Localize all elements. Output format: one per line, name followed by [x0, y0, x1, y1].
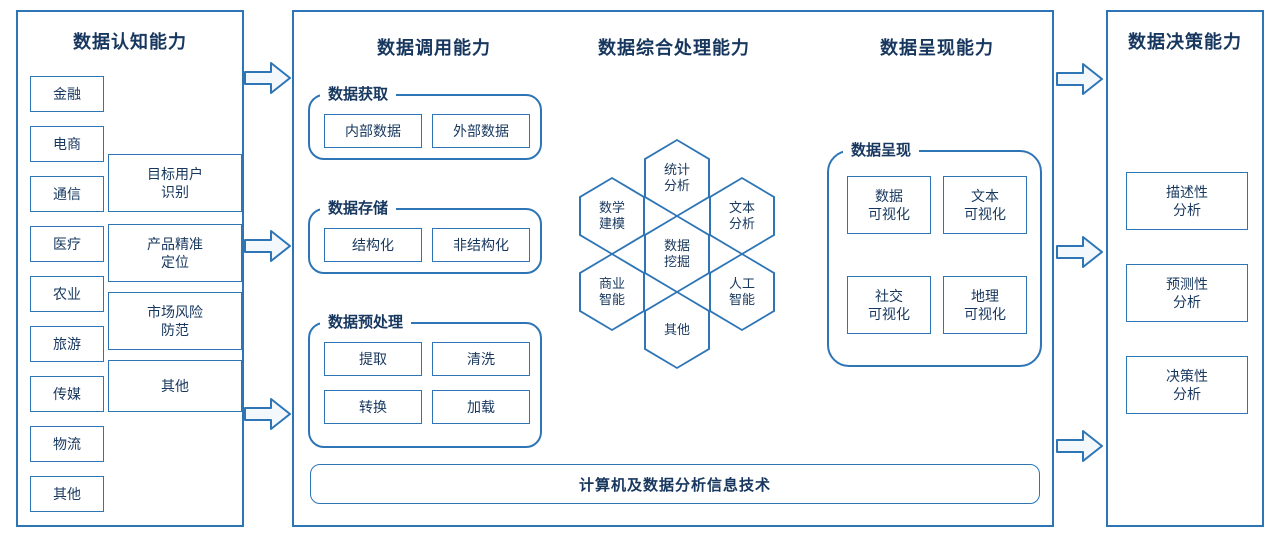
hex-other: 其他: [644, 291, 710, 369]
data-cell-geo-visualization: 地理 可视化: [943, 276, 1027, 334]
industry-item-tourism: 旅游: [30, 326, 104, 362]
decision-item-descriptive: 描述性 分析: [1126, 172, 1248, 230]
storage-group-label: 数据存储: [320, 199, 397, 219]
invoke-title: 数据调用能力: [377, 38, 491, 58]
decision-panel: 数据决策能力 描述性 分析 预测性 分析 决策性 分析: [1106, 10, 1264, 527]
processing-panel: 数据调用能力 数据综合处理能力 数据呈现能力 数据获取 内部数据 外部数据 数据…: [292, 10, 1054, 527]
industry-item-telecom: 通信: [30, 176, 104, 212]
data-cell-clean: 清洗: [432, 342, 530, 376]
preprocess-group: 数据预处理 提取 清洗 转换 加载: [308, 313, 542, 448]
right-arrow-icon: [1056, 234, 1104, 270]
cognition-title: 数据认知能力: [73, 32, 187, 52]
decision-item-predictive: 预测性 分析: [1126, 264, 1248, 322]
application-item-market-risk: 市场风险 防范: [108, 292, 242, 350]
hex-statistical-analysis: 统计 分析: [644, 139, 710, 217]
preprocess-group-label: 数据预处理: [320, 313, 412, 333]
acquire-group: 数据获取 内部数据 外部数据: [308, 85, 542, 160]
right-arrow-icon: [244, 60, 292, 96]
industry-item-ecommerce: 电商: [30, 126, 104, 162]
hex-text-analysis: 文本 分析: [709, 177, 775, 255]
industry-item-other: 其他: [30, 476, 104, 512]
application-item-product-positioning: 产品精准 定位: [108, 224, 242, 282]
decision-title: 数据决策能力: [1128, 32, 1242, 52]
industry-item-logistics: 物流: [30, 426, 104, 462]
data-cell-social-visualization: 社交 可视化: [847, 276, 931, 334]
industry-item-finance: 金融: [30, 76, 104, 112]
tech-footer-bar: 计算机及数据分析信息技术: [310, 464, 1040, 504]
cognition-panel: 数据认知能力 金融 电商 通信 医疗 农业 旅游 传媒 物流 其他 目标用户 识…: [16, 10, 244, 527]
industry-item-media: 传媒: [30, 376, 104, 412]
industry-item-agriculture: 农业: [30, 276, 104, 312]
decision-item-decisional: 决策性 分析: [1126, 356, 1248, 414]
industry-item-medical: 医疗: [30, 226, 104, 262]
storage-group: 数据存储 结构化 非结构化: [308, 199, 542, 274]
data-cell-unstructured: 非结构化: [432, 228, 530, 262]
hex-math-modeling: 数学 建模: [579, 177, 645, 255]
present-group: 数据呈现 数据 可视化 文本 可视化 社交 可视化 地理 可视化: [827, 141, 1042, 367]
application-item-target-user: 目标用户 识别: [108, 154, 242, 212]
hex-data-mining: 数据 挖掘: [644, 215, 710, 293]
process-title: 数据综合处理能力: [598, 38, 750, 58]
acquire-group-label: 数据获取: [320, 85, 397, 105]
present-title: 数据呈现能力: [880, 38, 994, 58]
hex-business-intelligence: 商业 智能: [579, 253, 645, 331]
present-group-label: 数据呈现: [843, 141, 920, 161]
data-cell-structured: 结构化: [324, 228, 422, 262]
data-cell-external: 外部数据: [432, 114, 530, 148]
application-item-other: 其他: [108, 360, 242, 412]
right-arrow-icon: [244, 228, 292, 264]
data-cell-text-visualization: 文本 可视化: [943, 176, 1027, 234]
right-arrow-icon: [1056, 61, 1104, 97]
hex-artificial-intelligence: 人工 智能: [709, 253, 775, 331]
right-arrow-icon: [1056, 428, 1104, 464]
right-arrow-icon: [244, 396, 292, 432]
data-cell-extract: 提取: [324, 342, 422, 376]
data-cell-transform: 转换: [324, 390, 422, 424]
data-cell-internal: 内部数据: [324, 114, 422, 148]
data-cell-load: 加载: [432, 390, 530, 424]
data-cell-data-visualization: 数据 可视化: [847, 176, 931, 234]
